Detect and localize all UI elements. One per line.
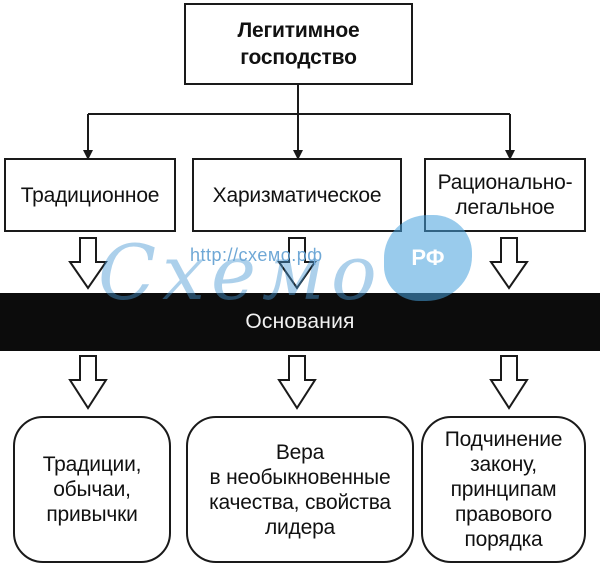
basis-charismatic-label: Вера в необыкновенные качества, свойства…: [209, 440, 391, 539]
hollow-arrow-result-1: [68, 355, 108, 410]
watermark-logo: Схемо: [98, 228, 383, 317]
hollow-arrow-result-2: [277, 355, 317, 410]
type-rational-legal-label: Рационально- легальное: [437, 171, 573, 219]
legitimate-domination-box: Легитимное господство: [184, 3, 413, 85]
basis-band: Основания: [0, 293, 600, 351]
hollow-arrow-type-1: [68, 237, 108, 290]
watermark-badge: РФ: [384, 215, 472, 301]
hollow-arrow-result-3: [489, 355, 529, 410]
type-charismatic-box: Харизматическое: [192, 158, 402, 232]
type-traditional-label: Традиционное: [20, 183, 160, 207]
basis-traditional-label: Традиции, обычаи, привычки: [42, 453, 142, 526]
basis-rational-legal-label: Подчинение закону, принципам правового п…: [444, 428, 563, 551]
type-charismatic-label: Харизматическое: [212, 183, 382, 207]
watermark-url: http://схемо.рф: [190, 245, 323, 265]
basis-charismatic-box: Вера в необыкновенные качества, свойства…: [186, 416, 414, 563]
basis-rational-legal-box: Подчинение закону, принципам правового п…: [421, 416, 586, 563]
basis-traditional-box: Традиции, обычаи, привычки: [13, 416, 171, 563]
hollow-arrow-type-2: [277, 237, 317, 290]
basis-label: Основания: [245, 310, 355, 333]
type-traditional-box: Традиционное: [4, 158, 176, 232]
hollow-arrow-type-3: [489, 237, 529, 290]
legitimate-domination-label: Легитимное господство: [237, 19, 360, 69]
watermark-badge-label: РФ: [411, 245, 445, 270]
